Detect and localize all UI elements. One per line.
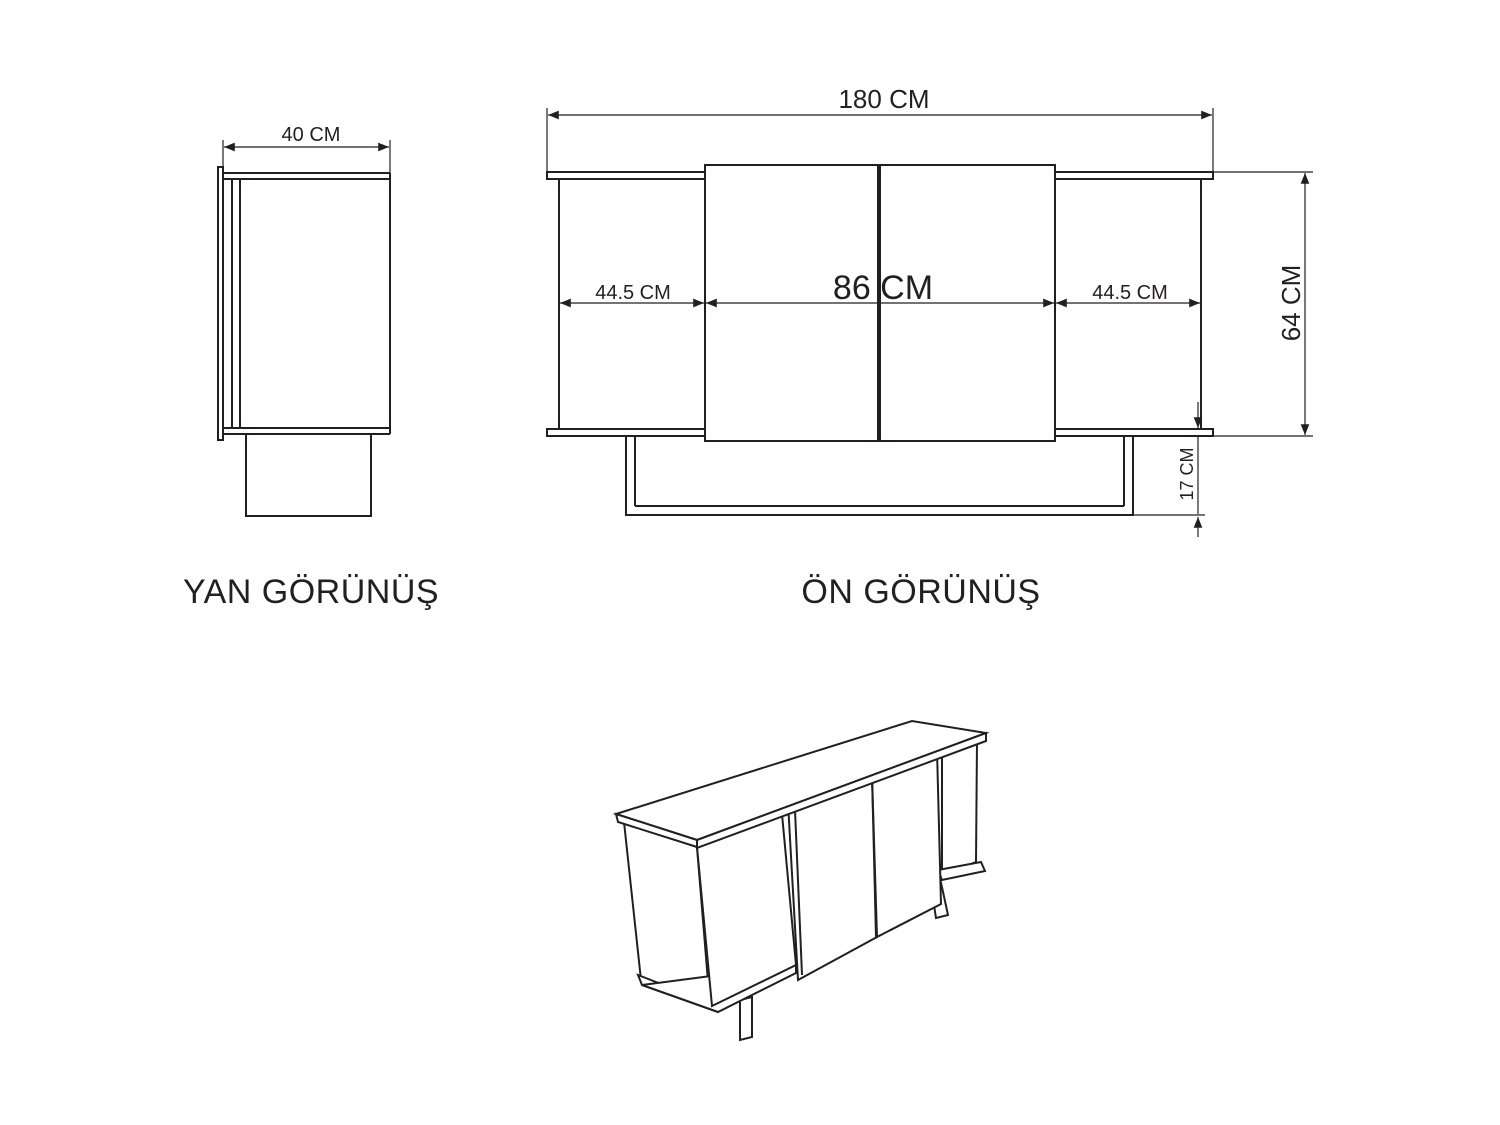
front-view (546, 108, 1313, 537)
side-door-panel (217, 166, 224, 441)
left-compartment-label: 44.5 CM (595, 282, 671, 304)
front-view-title: ÖN GÖRÜNÜŞ (801, 573, 1041, 611)
leg-height-label: 17 CM (1177, 447, 1197, 500)
side-leg (245, 433, 372, 517)
side-depth-label: 40 CM (282, 124, 341, 146)
isometric-view (612, 719, 990, 1042)
side-view-title: YAN GÖRÜNÜŞ (182, 573, 440, 611)
side-view (217, 140, 391, 517)
center-doors-label: 86 CM (833, 269, 933, 307)
base-frame (625, 435, 1134, 516)
right-compartment-label: 44.5 CM (1092, 282, 1168, 304)
body-height-label: 64 CM (1276, 265, 1306, 342)
total-width-label: 180 CM (838, 84, 929, 114)
